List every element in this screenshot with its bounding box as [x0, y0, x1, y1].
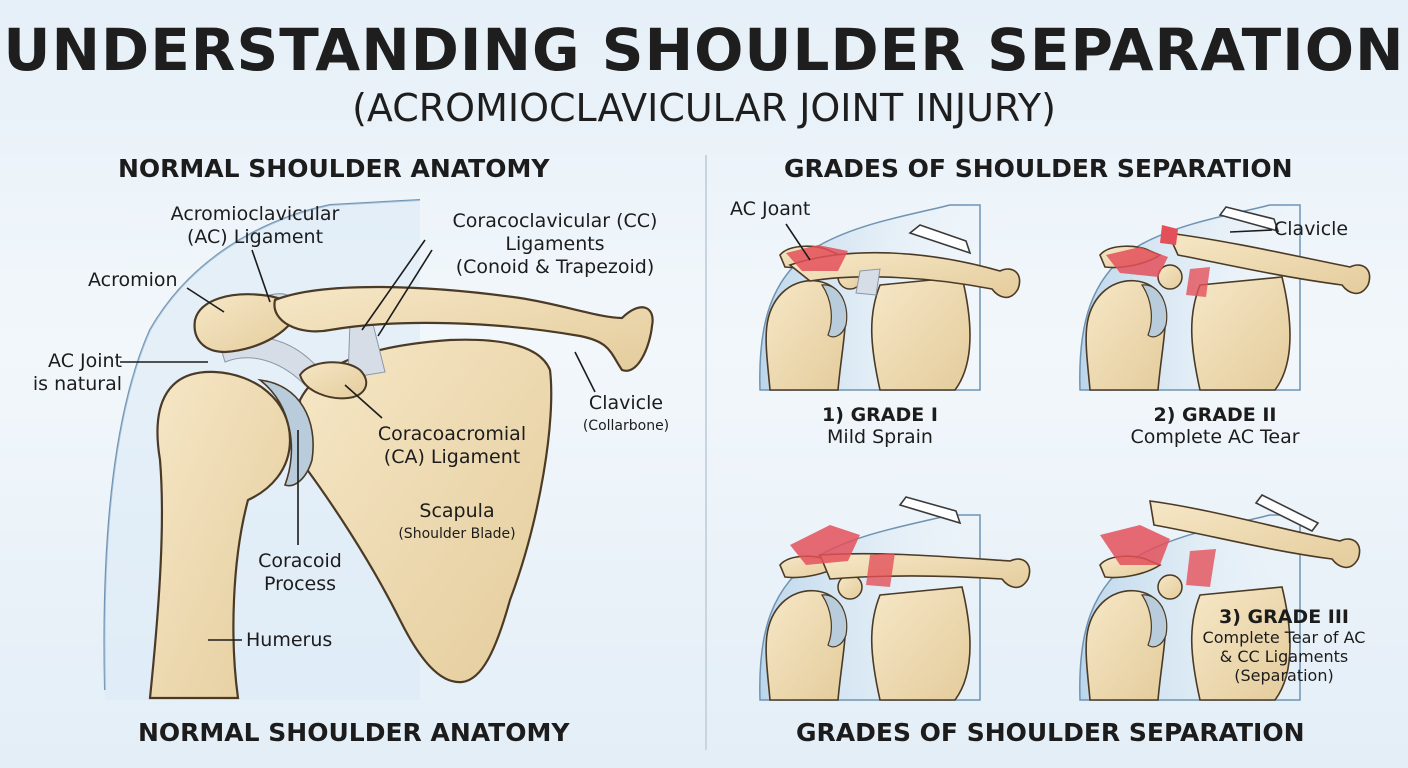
- humerus-shape: [148, 370, 292, 700]
- clavicle-grade-label: Clavicle: [1274, 218, 1349, 240]
- page-subtitle: (ACROMIOCLAVICULAR JOINT INJURY): [352, 86, 1056, 130]
- scapula-shape: [298, 338, 553, 684]
- grade-1-figure: [758, 204, 1021, 391]
- clavicle-label: Clavicle (Collarbone): [582, 392, 670, 434]
- right-heading: GRADES OF SHOULDER SEPARATION: [784, 154, 1293, 183]
- acromion-shape: [193, 293, 302, 354]
- grade-3b-figure: [1078, 493, 1361, 701]
- grade-2-caption: 2) GRADE II Complete AC Tear: [1130, 404, 1300, 448]
- clavicle-shape: [273, 285, 654, 372]
- normal-anatomy-figure: [103, 199, 654, 700]
- humerus-label: Humerus: [246, 629, 333, 651]
- left-leader-lines: [120, 239, 596, 641]
- ac-joint-grade-label: AC Joant: [730, 198, 811, 220]
- page-title: UNDERSTANDING SHOULDER SEPARATION: [3, 16, 1405, 84]
- grade-1-caption: 1) GRADE I Mild Sprain: [822, 404, 938, 448]
- left-footer: NORMAL SHOULDER ANATOMY: [138, 718, 570, 747]
- grade-3a-figure: [758, 496, 1031, 701]
- right-footer: GRADES OF SHOULDER SEPARATION: [796, 718, 1305, 747]
- ca-ligament-label: Coracoacromial (CA) Ligament: [377, 423, 527, 468]
- grade-2-figure: [1078, 204, 1371, 391]
- cc-ligaments-label: Coracoclavicular (CC) Ligaments (Conoid …: [452, 210, 658, 278]
- right-leader-lines: [785, 223, 1273, 261]
- acromion-label: Acromion: [88, 269, 178, 291]
- coracoid-label: Coracoid Process: [258, 550, 342, 595]
- ac-ligament-label: Acromioclavicular (AC) Ligament: [170, 203, 340, 248]
- scapula-label: Scapula (Shoulder Blade): [398, 500, 516, 542]
- ac-joint-label: AC Joint is natural: [32, 350, 122, 395]
- left-heading: NORMAL SHOULDER ANATOMY: [118, 154, 550, 183]
- grade-3-caption: 3) GRADE III Complete Tear of AC & CC Li…: [1202, 606, 1366, 685]
